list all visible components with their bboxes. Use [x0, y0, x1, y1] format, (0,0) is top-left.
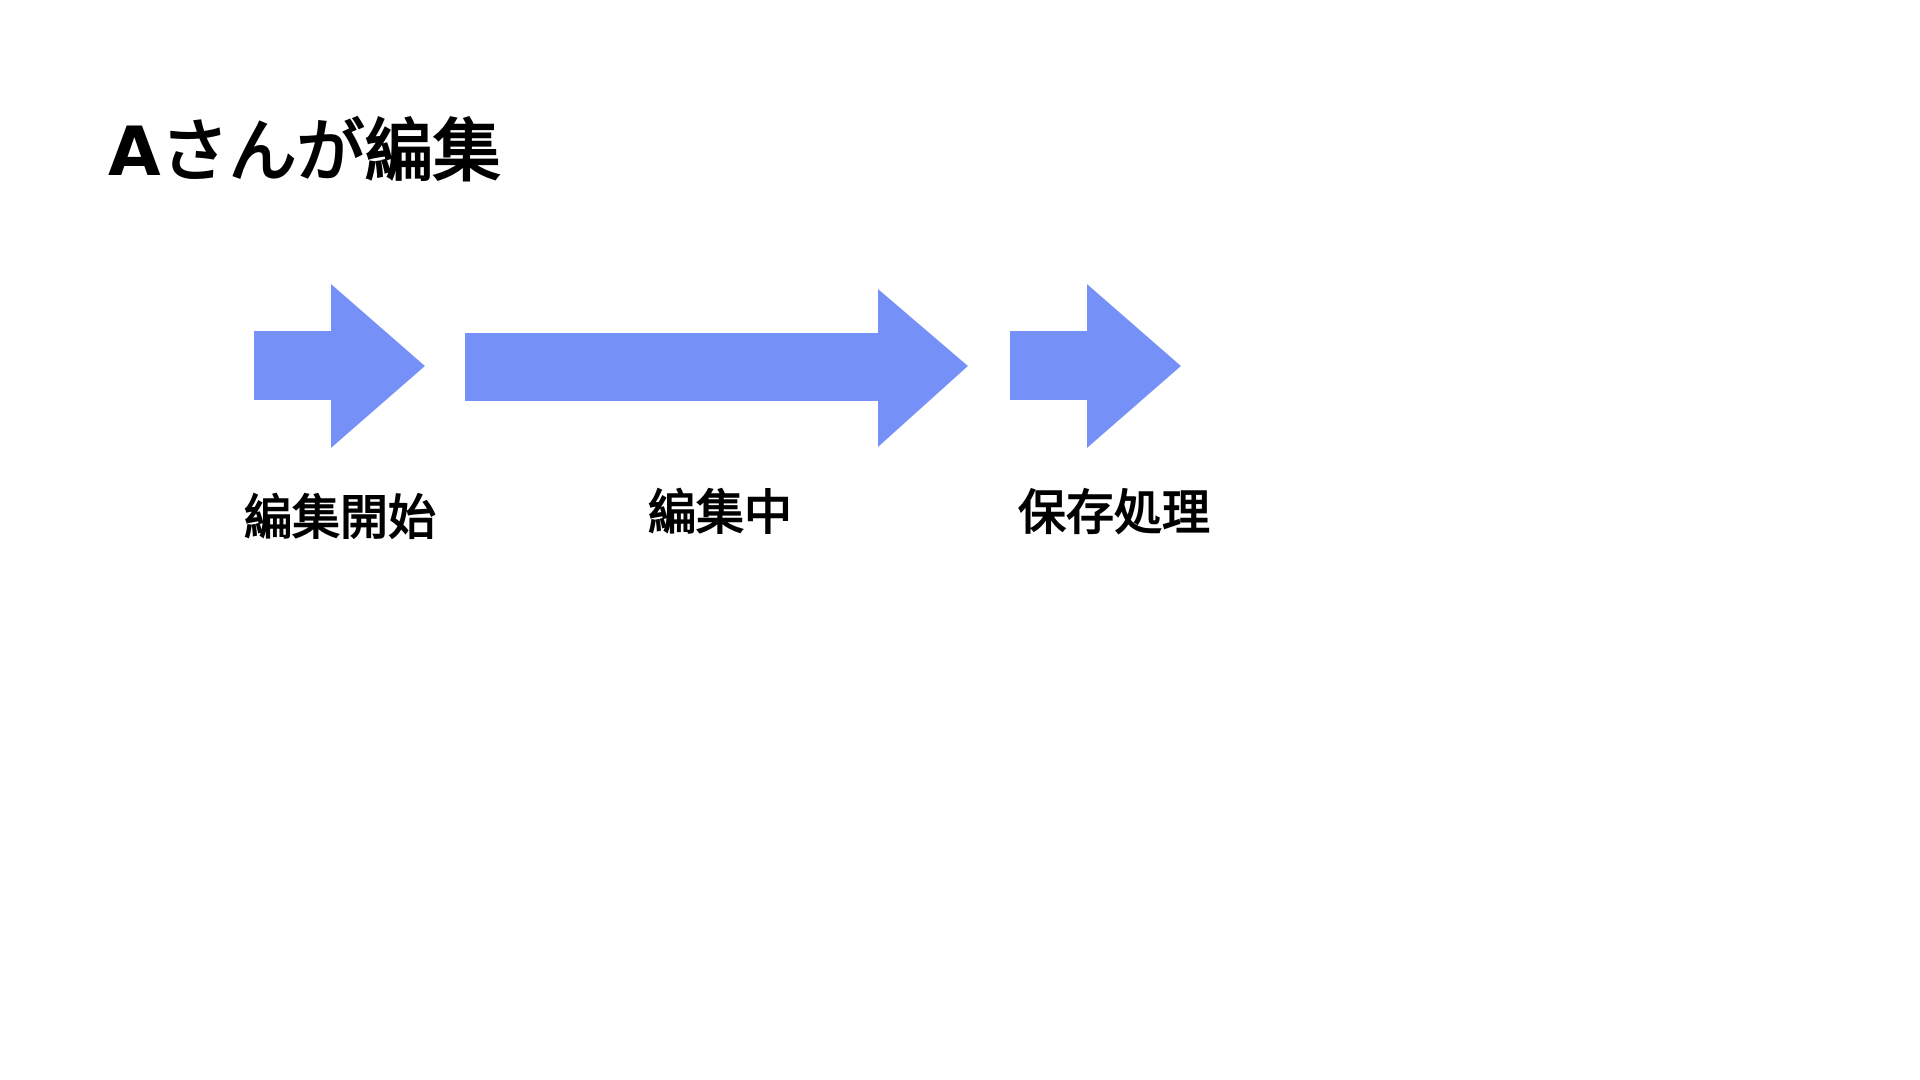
step-arrow-edit-start — [254, 284, 425, 448]
step-arrow-editing — [465, 289, 968, 447]
page-title: Aさんが編集 — [108, 113, 501, 192]
step-label-editing: 編集中 — [647, 485, 792, 541]
step-arrow-save — [1010, 284, 1181, 448]
step-label-edit-start: 編集開始 — [243, 490, 436, 546]
step-label-save: 保存処理 — [1017, 485, 1210, 541]
